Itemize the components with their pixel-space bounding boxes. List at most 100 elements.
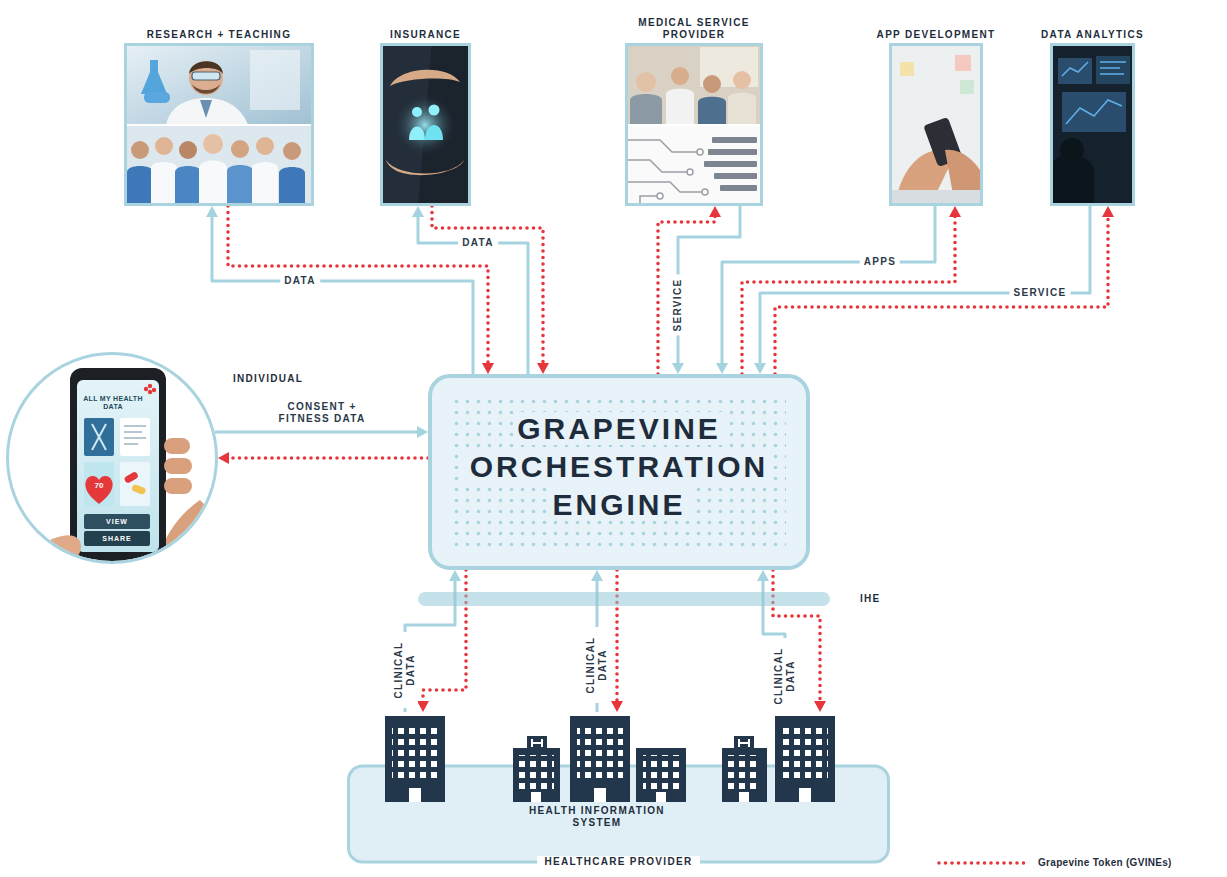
research-photo-part bbox=[141, 60, 167, 94]
engine-title: GRAPEVINE ORCHESTRATION ENGINE bbox=[466, 412, 772, 521]
token-line bbox=[775, 215, 1108, 374]
arrowhead bbox=[482, 363, 494, 374]
arrowhead bbox=[949, 206, 961, 217]
analytics-photo-part bbox=[1062, 62, 1126, 124]
individual-illustration-part-part bbox=[148, 384, 152, 388]
buildings-part bbox=[734, 736, 754, 750]
connector-label: APPS bbox=[860, 255, 900, 269]
app-photo-part bbox=[900, 62, 914, 76]
individual-illustration-part-part bbox=[131, 484, 147, 495]
individual-illustration-part-part bbox=[120, 462, 150, 506]
individual-illustration-part-part bbox=[20, 535, 81, 600]
flow-line bbox=[678, 206, 740, 365]
flow-line bbox=[418, 215, 528, 374]
phone-screen-text: VIEW bbox=[84, 517, 150, 526]
medical-photo-part-part bbox=[702, 189, 708, 195]
medical-photo-part bbox=[733, 71, 751, 89]
analytics-photo-part bbox=[1096, 56, 1130, 84]
analytics-photo-part bbox=[1060, 138, 1084, 162]
individual-illustration-part-part bbox=[124, 426, 146, 444]
app-photo bbox=[889, 43, 983, 206]
buildings-part bbox=[728, 755, 761, 789]
arrowhead bbox=[537, 363, 549, 374]
engine-box: GRAPEVINE ORCHESTRATION ENGINE bbox=[428, 374, 810, 570]
stakeholder-box: RESEARCH + TEACHING bbox=[124, 43, 314, 206]
stakeholder-box: DATA ANALYTICS bbox=[1050, 43, 1135, 206]
individual-illustration-part-part bbox=[152, 388, 156, 392]
buildings-part bbox=[532, 739, 542, 747]
insurance-photo-part bbox=[429, 105, 440, 116]
arrowhead bbox=[814, 701, 826, 712]
research-photo-part bbox=[250, 50, 300, 110]
buildings-part bbox=[722, 748, 767, 802]
arrowhead bbox=[218, 452, 229, 464]
token-line bbox=[432, 206, 543, 365]
connector-label: SERVICE bbox=[1010, 286, 1071, 300]
token-connector bbox=[658, 206, 721, 374]
individual-illustration-part-part bbox=[77, 380, 159, 552]
legend-entry: Grapevine Token (GVINEs) bbox=[936, 857, 1172, 869]
arrowhead bbox=[757, 570, 769, 581]
medical-photo-part bbox=[630, 94, 662, 125]
individual-illustration-part-part bbox=[123, 471, 139, 484]
arrowhead bbox=[1102, 206, 1114, 217]
token-connector bbox=[218, 452, 428, 464]
buildings-part bbox=[392, 724, 438, 782]
individual-illustration-part-part bbox=[120, 418, 150, 456]
buildings-part bbox=[409, 788, 421, 802]
token-line bbox=[615, 570, 619, 703]
phone-screen-text: 70 bbox=[87, 481, 111, 491]
connector-label: DATA bbox=[280, 274, 320, 288]
bar-label: IHE bbox=[860, 593, 881, 605]
medical-photo-part-part bbox=[714, 173, 757, 179]
provider-label: HEALTHCARE PROVIDER bbox=[537, 856, 701, 868]
arrowhead bbox=[206, 206, 218, 217]
stakeholder-box: APP DEVELOPMENT bbox=[889, 43, 983, 206]
individual-illustration-part-part bbox=[144, 387, 148, 391]
medical-photo-part-part bbox=[625, 182, 705, 192]
medical-photo-part bbox=[703, 75, 721, 93]
research-photo-part bbox=[203, 134, 223, 154]
phone-screen-text: ALL MY HEALTH DATA bbox=[82, 395, 144, 411]
research-photo-part bbox=[179, 141, 197, 159]
research-photo-part bbox=[279, 167, 305, 206]
buildings-part bbox=[656, 792, 666, 802]
buildings-part bbox=[643, 755, 679, 789]
research-photo-part bbox=[192, 84, 220, 94]
token-line bbox=[423, 570, 466, 703]
circle-heading: INDIVIDUAL bbox=[233, 373, 303, 385]
research-photo-part bbox=[192, 72, 220, 80]
arrowhead bbox=[709, 206, 721, 217]
research-photo-part bbox=[227, 165, 253, 206]
research-photo-part bbox=[155, 137, 173, 155]
buildings-part bbox=[739, 739, 749, 747]
app-photo-part bbox=[960, 80, 974, 94]
connector-label: DATA bbox=[458, 236, 498, 250]
research-photo-part bbox=[199, 161, 227, 207]
arrowhead bbox=[412, 206, 424, 217]
buildings-part bbox=[594, 788, 606, 802]
legend-sample bbox=[936, 859, 1032, 867]
medical-photo-part bbox=[636, 72, 656, 92]
buildings-part bbox=[519, 755, 554, 789]
medical-photo-part-part bbox=[625, 140, 700, 152]
medical-photo-part-part bbox=[697, 149, 703, 155]
box-heading: APP DEVELOPMENT bbox=[870, 29, 1002, 41]
buildings-part bbox=[513, 748, 560, 802]
research-photo-part bbox=[124, 43, 314, 125]
individual-illustration-part-part bbox=[84, 531, 150, 546]
individual-illustration-part bbox=[20, 368, 220, 600]
insurance-photo-part bbox=[386, 160, 464, 175]
individual-illustration-part-part bbox=[164, 458, 192, 474]
buildings-part bbox=[385, 716, 445, 802]
flow-line bbox=[215, 431, 419, 434]
engine-fill bbox=[430, 376, 808, 568]
connector-label: CLINICAL DATA bbox=[584, 627, 610, 703]
buildings-part bbox=[577, 724, 623, 782]
individual-illustration-part-part bbox=[70, 368, 166, 572]
data-flow-connector bbox=[672, 206, 740, 374]
arrowhead bbox=[611, 701, 623, 712]
